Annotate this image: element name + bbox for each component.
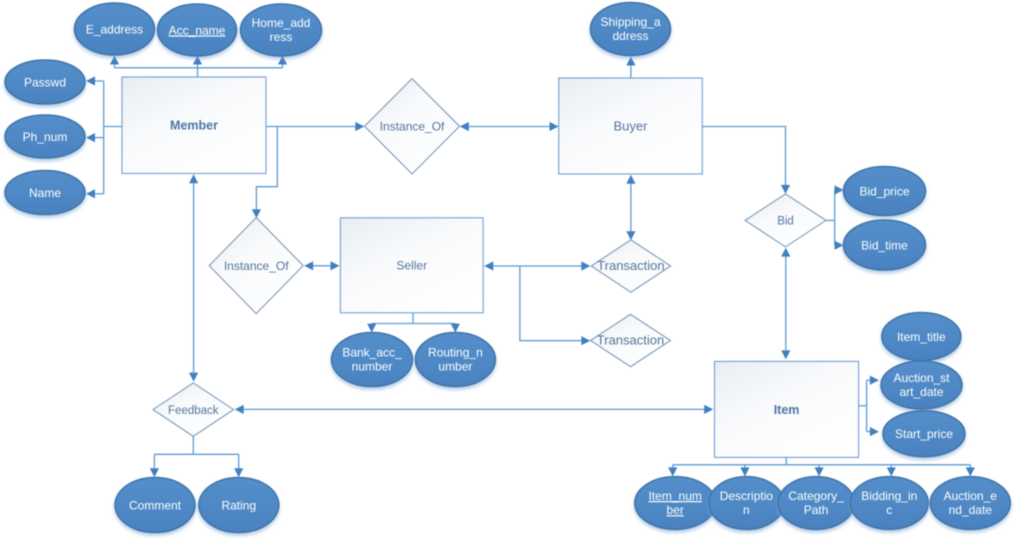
svg-text:Seller: Seller	[396, 259, 427, 273]
svg-text:Descriptio: Descriptio	[720, 489, 774, 503]
svg-text:Start_price: Start_price	[895, 427, 953, 441]
svg-text:Bidding_in: Bidding_in	[861, 489, 917, 503]
svg-text:Bid_time: Bid_time	[861, 238, 908, 252]
svg-text:ddress: ddress	[612, 29, 648, 43]
svg-text:Item_num: Item_num	[649, 489, 702, 503]
svg-text:Bid: Bid	[777, 216, 794, 228]
svg-text:n: n	[743, 503, 750, 517]
svg-text:ber: ber	[667, 503, 684, 517]
svg-text:umber: umber	[438, 360, 472, 374]
svg-text:Passwd: Passwd	[24, 75, 66, 89]
svg-text:nd_date: nd_date	[949, 503, 993, 517]
svg-text:number: number	[352, 360, 393, 374]
svg-text:ress: ress	[270, 30, 293, 44]
svg-text:Item_title: Item_title	[897, 330, 946, 344]
svg-text:Rating: Rating	[221, 498, 256, 512]
svg-text:Auction_e: Auction_e	[944, 489, 998, 503]
svg-text:Auction_st: Auction_st	[893, 371, 950, 385]
svg-text:Transaction: Transaction	[597, 258, 664, 273]
svg-text:Transaction: Transaction	[597, 333, 664, 348]
svg-text:Home_add: Home_add	[252, 16, 311, 30]
svg-text:Ph_num: Ph_num	[23, 130, 68, 144]
svg-text:Feedback: Feedback	[168, 405, 219, 417]
svg-text:Acc_name: Acc_name	[169, 23, 226, 37]
svg-text:Member: Member	[170, 119, 218, 133]
svg-text:Name: Name	[29, 186, 61, 200]
svg-text:Shipping_a: Shipping_a	[600, 15, 660, 29]
svg-text:Comment: Comment	[129, 498, 182, 512]
svg-text:E_address: E_address	[86, 22, 143, 36]
svg-text:Path: Path	[804, 503, 829, 517]
svg-text:Buyer: Buyer	[614, 118, 649, 133]
svg-text:Instance_Of: Instance_Of	[380, 120, 445, 134]
svg-text:Routing_n: Routing_n	[428, 346, 483, 360]
svg-text:c: c	[886, 503, 892, 517]
svg-text:Item: Item	[774, 403, 800, 417]
svg-text:Bank_acc_: Bank_acc_	[342, 346, 402, 360]
svg-text:Bid_price: Bid_price	[859, 184, 909, 198]
svg-text:Instance_Of: Instance_Of	[224, 259, 289, 273]
svg-text:art_date: art_date	[899, 385, 943, 399]
svg-text:Category_: Category_	[788, 489, 844, 503]
